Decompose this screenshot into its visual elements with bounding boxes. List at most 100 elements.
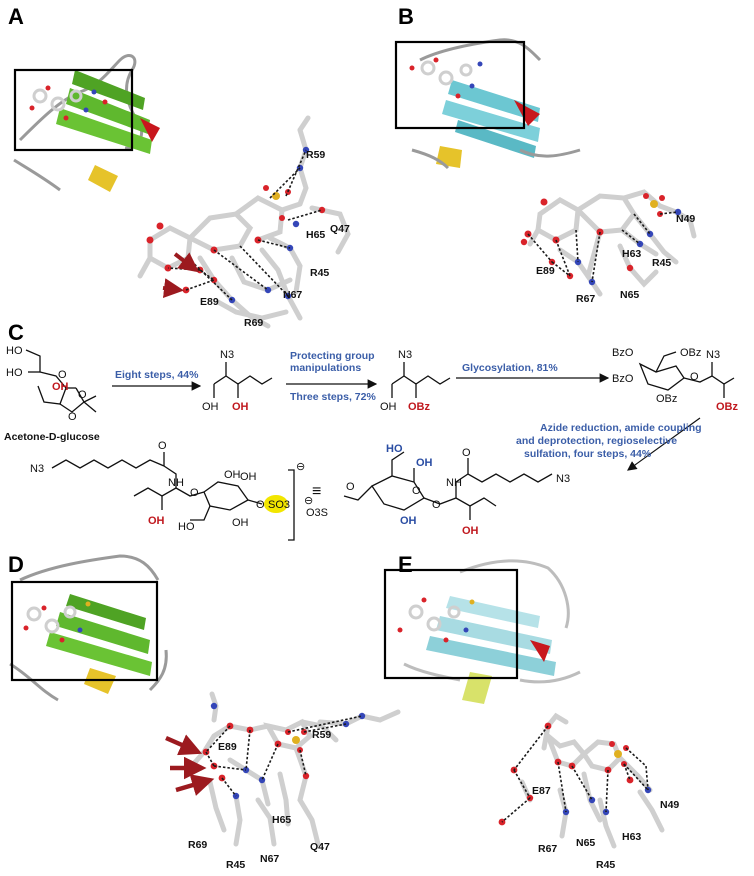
compound-acetone-glucose: HO HO OH O O O	[6, 345, 97, 423]
label-o-sulfate: O	[256, 499, 265, 511]
panel-e-binding-site	[498, 712, 665, 849]
label-oh-right: OH	[462, 525, 479, 537]
panel-e-zoom-box	[383, 568, 519, 680]
label-o-acetal1: O	[68, 411, 77, 423]
label-o-acetal2: O	[78, 389, 87, 401]
label-oh-glc: OH	[52, 381, 69, 393]
residue-label-b-e89: E89	[536, 265, 555, 277]
residue-label-b-r45: R45	[652, 257, 671, 269]
label-oh-int2: OH	[380, 401, 397, 413]
label-oh-top: OH	[416, 457, 433, 469]
charge-minus-right: ⊖	[304, 495, 313, 507]
panel-a-zoom-box	[13, 68, 134, 152]
panel-b: B	[394, 4, 697, 305]
label-o-link-right: O	[432, 499, 441, 511]
residue-label-a-q47: Q47	[330, 223, 350, 235]
label-hn: NH	[446, 477, 462, 489]
residue-label-e-n65: N65	[576, 837, 595, 849]
panel-e: E	[383, 552, 679, 871]
label-n3-int2: N3	[398, 349, 412, 361]
equivalence-sign: ≡	[312, 483, 321, 500]
label-o3s: O3S	[306, 507, 328, 519]
residue-label-b-n65: N65	[620, 289, 639, 301]
residue-label-a-r45: R45	[310, 267, 329, 279]
residue-label-d-q47: Q47	[310, 841, 330, 853]
label-o-ring-right: O	[412, 485, 421, 497]
panel-a-protein-overview	[13, 54, 160, 192]
label-ho-1: HO	[6, 345, 23, 357]
reaction-step-2-top: Protecting group manipulations	[290, 350, 378, 374]
label-o-amide-right: O	[462, 447, 471, 459]
label-n3-glyc: N3	[706, 349, 720, 361]
label-oh-int1b: OH	[232, 401, 249, 413]
label-nh: NH	[168, 477, 184, 489]
compound-product-left: N3 O NH OH O OH OH OH HO O SO3 ⊖	[30, 440, 305, 541]
panel-d-letter: D	[8, 552, 24, 577]
panel-d-binding-site	[165, 691, 401, 847]
panel-c: C HO HO OH O O O Acetone-D-glucose Eight…	[4, 320, 739, 541]
starting-material-label: Acetone-D-glucose	[4, 431, 100, 443]
residue-label-a-e89: E89	[200, 296, 219, 308]
residue-label-a-n67: N67	[283, 289, 302, 301]
label-bzo-1: BzO	[612, 347, 634, 359]
panel-d-protein-overview	[9, 554, 168, 702]
label-n3-product-left: N3	[30, 463, 44, 475]
residue-label-d-r69: R69	[188, 839, 207, 851]
residue-label-b-n49: N49	[676, 213, 695, 225]
residue-label-d-e89: E89	[218, 741, 237, 753]
residue-label-b-h63: H63	[622, 248, 641, 260]
label-obz-glyc: OBz	[716, 401, 739, 413]
residue-label-d-n67: N67	[260, 853, 279, 865]
panel-b-zoom-box	[394, 40, 526, 130]
sulfur-highlight	[264, 495, 288, 513]
residue-label-a-h65: H65	[306, 229, 325, 241]
label-oh-int1a: OH	[202, 401, 219, 413]
charge-minus-left: ⊖	[296, 461, 305, 473]
label-o-amide: O	[158, 440, 167, 452]
label-oh-product: OH	[148, 515, 165, 527]
panel-c-letter: C	[8, 320, 24, 345]
panel-d-zoom-box	[10, 580, 159, 682]
residue-label-a-r59: R59	[306, 149, 325, 161]
label-o-link: O	[690, 371, 699, 383]
panel-b-letter: B	[398, 4, 414, 29]
residue-label-d-r45: R45	[226, 859, 245, 871]
label-oh-3: OH	[224, 469, 241, 481]
label-n3-product-right: N3	[556, 473, 570, 485]
panel-a-letter: A	[8, 4, 24, 29]
residue-label-a-r69: R69	[244, 317, 263, 329]
label-o-ring: O	[58, 369, 67, 381]
label-ho-6: HO	[178, 521, 195, 533]
label-obz-2: OBz	[656, 393, 677, 405]
reaction-step-1: Eight steps, 44%	[115, 369, 199, 381]
residue-label-b-r67: R67	[576, 293, 595, 305]
label-ho-top: HO	[386, 443, 403, 455]
residue-label-e-e87: E87	[532, 785, 551, 797]
residue-label-d-h65: H65	[272, 814, 291, 826]
panel-a: A	[8, 4, 351, 329]
label-bzo-2: BzO	[612, 373, 634, 385]
label-n3-int1: N3	[220, 349, 234, 361]
residue-label-e-r67: R67	[538, 843, 557, 855]
label-oh-2: OH	[232, 517, 249, 529]
label-so3: SO3	[268, 499, 290, 511]
residue-label-e-r45: R45	[596, 859, 615, 871]
panel-b-binding-site	[520, 189, 697, 297]
label-ho-2: HO	[6, 367, 23, 379]
label-oh-bottom: OH	[400, 515, 417, 527]
label-o-sulfate-right: O	[346, 481, 355, 493]
label-o-glyc: O	[190, 487, 199, 499]
panel-e-protein-overview	[397, 559, 581, 704]
label-obz-6: OBz	[680, 347, 701, 359]
panel-d: D	[8, 552, 401, 871]
reaction-step-4: Azide reduction, amide coupling and depr…	[516, 422, 705, 460]
panel-e-letter: E	[398, 552, 413, 577]
reaction-step-3: Glycosylation, 81%	[462, 362, 558, 374]
label-oh-4: OH	[240, 471, 257, 483]
label-obz-int2: OBz	[408, 401, 431, 413]
panel-b-protein-overview	[409, 38, 581, 170]
panel-a-binding-site	[137, 115, 351, 329]
residue-label-e-h63: H63	[622, 831, 641, 843]
residue-label-d-r59: R59	[312, 729, 331, 741]
